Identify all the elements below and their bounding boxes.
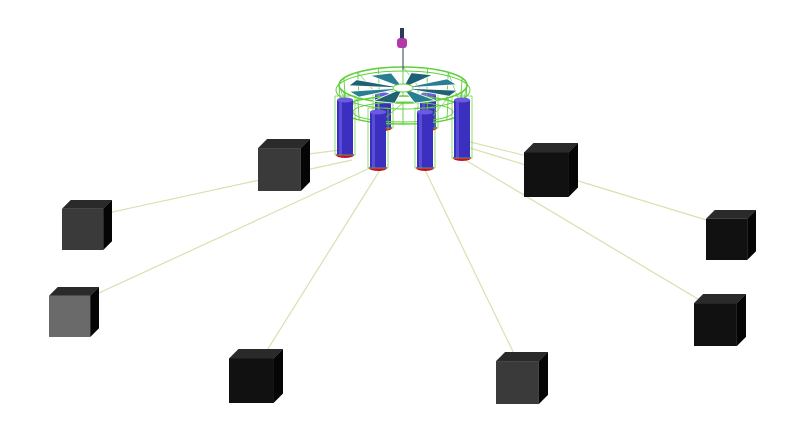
column (367, 107, 389, 171)
turbine-tower (400, 28, 404, 42)
mooring-line (424, 169, 523, 371)
anchor-block-top (706, 210, 756, 219)
anchor-block-icon (62, 200, 112, 250)
mooring-line (73, 167, 371, 306)
anchor-block-top (62, 200, 112, 209)
turbine-icon (397, 28, 407, 70)
anchor-block-front (62, 208, 104, 250)
column-cage (367, 107, 389, 169)
anchor-block-front (496, 361, 539, 404)
mooring-line (255, 169, 381, 369)
upper-frame-ring-outer (335, 70, 471, 110)
mooring-line (469, 147, 732, 229)
anchor-block-icon (258, 139, 310, 191)
anchor-block-icon (49, 287, 99, 337)
mooring-lines (73, 139, 732, 371)
anchor-block-side (300, 139, 310, 191)
column-highlight (456, 100, 459, 158)
column-highlight (372, 112, 375, 168)
anchor-block-front (694, 303, 737, 346)
deck-blades (347, 72, 459, 104)
anchor-block-side (568, 143, 578, 197)
anchor-block-side (538, 352, 548, 404)
anchor-block-side (273, 349, 283, 403)
anchor-block-side (736, 294, 746, 346)
column-highlight (339, 100, 342, 155)
columns-front (334, 95, 473, 171)
anchor-block-side (90, 287, 99, 337)
anchor-block-icon (496, 352, 548, 404)
anchor-block-side (747, 210, 756, 260)
anchor-block-front (706, 218, 748, 260)
column-cage (414, 107, 436, 169)
anchor-block-top (496, 352, 548, 362)
anchor-block-icon (706, 210, 756, 260)
anchor-block-icon (229, 349, 283, 403)
anchor-block-front (258, 148, 301, 191)
anchor-blocks (49, 139, 756, 404)
column-top (417, 109, 433, 115)
frame-post (446, 97, 449, 120)
mooring-line (461, 157, 721, 313)
column-top (454, 97, 470, 103)
anchor-block-top (258, 139, 310, 149)
column-cage (451, 95, 473, 159)
column-cage (334, 95, 356, 156)
anchor-block-top (229, 349, 283, 359)
anchor-block-front (524, 152, 569, 197)
anchor-block-top (694, 294, 746, 304)
mooring-line (86, 159, 353, 219)
anchor-block-front (229, 358, 274, 403)
deck-hub (392, 83, 414, 93)
floating-platform (334, 28, 473, 171)
anchor-block-side (103, 200, 112, 250)
column-highlight (419, 112, 422, 168)
column (414, 107, 436, 171)
anchor-block-top (524, 143, 578, 153)
turbine-nacelle (397, 38, 407, 48)
column (451, 95, 473, 161)
column-top (337, 97, 353, 103)
column (334, 95, 356, 158)
anchor-block-icon (524, 143, 578, 197)
anchor-block-front (49, 295, 91, 337)
column-top (370, 109, 386, 115)
anchor-block-icon (694, 294, 746, 346)
frame-post (357, 97, 360, 120)
anchor-block-top (49, 287, 99, 296)
